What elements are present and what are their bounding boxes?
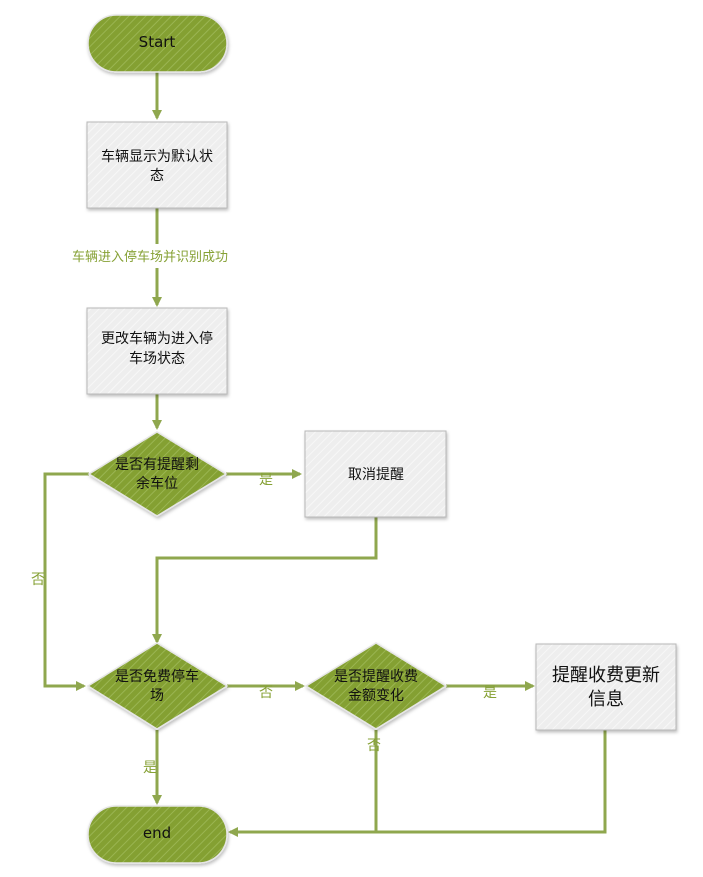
update-fee-label-line2: 信息 <box>588 689 624 710</box>
edge-space-no-to-free <box>43 472 89 691</box>
edge-fee-no-to-end <box>228 730 378 837</box>
edge-label-yes-end: 是 <box>143 760 157 776</box>
start-node: Start <box>87 14 228 73</box>
fee-change-decision: 是否提醒收费 金额变化 <box>304 642 448 730</box>
fee-change-label-line1: 是否提醒收费 <box>334 669 418 685</box>
has-space-label-line2: 余车位 <box>136 475 178 492</box>
start-label: Start <box>139 33 176 51</box>
free-parking-label-line2: 场 <box>150 688 164 704</box>
edge-label-yes-update: 是 <box>483 685 497 701</box>
edge-label-no-space: 否 <box>31 572 45 588</box>
default-state-box: 车辆显示为默认状 态 <box>86 121 228 209</box>
default-state-label-line2: 态 <box>150 168 164 184</box>
update-fee-box: 提醒收费更新 信息 <box>535 643 677 731</box>
has-space-label-line1: 是否有提醒剩 <box>115 457 199 473</box>
free-parking-label-line1: 是否免费停车 <box>115 668 199 685</box>
default-state-label-line1: 车辆显示为默认状 <box>101 148 213 165</box>
change-state-box: 更改车辆为进入停 车场状态 <box>86 307 228 395</box>
connectors <box>43 72 607 837</box>
change-state-label-line1: 更改车辆为进入停 <box>101 330 213 347</box>
has-space-decision: 是否有提醒剩 余车位 <box>87 431 228 517</box>
edge-label-no-fee: 否 <box>367 738 381 754</box>
free-parking-decision: 是否免费停车 场 <box>86 642 229 730</box>
update-fee-label-line1: 提醒收费更新 <box>552 665 660 686</box>
end-node: end <box>87 805 228 864</box>
edge-label-entered: 车辆进入停车场并识别成功 <box>72 249 228 265</box>
edge-cancel-to-free <box>152 517 378 644</box>
edge-label-no-free: 否 <box>259 685 273 701</box>
cancel-reminder-box: 取消提醒 <box>304 430 447 518</box>
edge-label-yes-cancel: 是 <box>259 472 273 488</box>
fee-change-label-line2: 金额变化 <box>348 688 404 704</box>
end-label: end <box>143 824 171 842</box>
edge-update-to-end <box>376 730 607 834</box>
cancel-reminder-label: 取消提醒 <box>348 467 404 483</box>
change-state-label-line2: 车场状态 <box>129 350 185 367</box>
